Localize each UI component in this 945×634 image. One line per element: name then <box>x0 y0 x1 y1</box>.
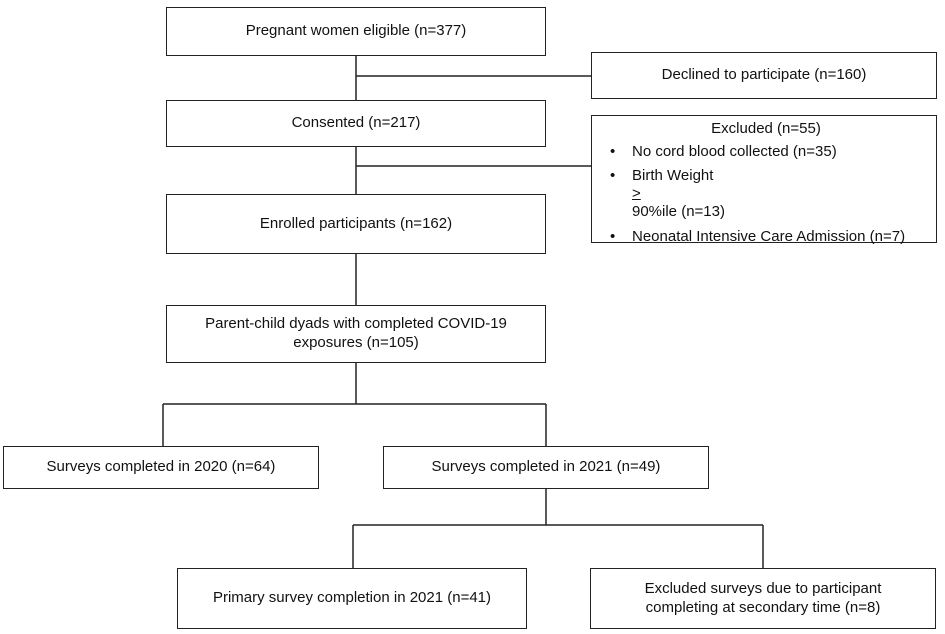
excluded-reason-list: No cord blood collected (n=35) Birth Wei… <box>604 143 928 245</box>
excluded-surveys-text: Excluded surveys due to participant comp… <box>644 579 882 616</box>
eligible-text: Pregnant women eligible (n=377) <box>245 22 467 40</box>
excluded-reason-birth-weight: Birth Weight >90%ile (n=13) <box>604 167 928 220</box>
greater-equal-symbol: > <box>632 185 641 203</box>
surveys-2021-box: Surveys completed in 2021 (n=49) <box>383 446 709 489</box>
eligible-box: Pregnant women eligible (n=377) <box>166 7 546 56</box>
excluded-title: Excluded (n=55) <box>711 120 821 137</box>
enrolled-box: Enrolled participants (n=162) <box>166 194 546 254</box>
surveys-2020-box: Surveys completed in 2020 (n=64) <box>3 446 319 489</box>
birth-weight-prefix: Birth Weight <box>632 167 714 185</box>
birth-weight-suffix: 90%ile (n=13) <box>632 202 725 220</box>
consented-box: Consented (n=217) <box>166 100 546 147</box>
declined-text: Declined to participate (n=160) <box>661 66 867 84</box>
enrolled-text: Enrolled participants (n=162) <box>259 214 453 232</box>
surveys-2021-text: Surveys completed in 2021 (n=49) <box>431 458 661 476</box>
primary-2021-box: Primary survey completion in 2021 (n=41) <box>177 568 527 629</box>
surveys-2020-text: Surveys completed in 2020 (n=64) <box>46 458 276 476</box>
consented-text: Consented (n=217) <box>291 114 421 132</box>
excluded-reason-nicu: Neonatal Intensive Care Admission (n=7) <box>604 228 928 246</box>
excluded-box: Excluded (n=55) No cord blood collected … <box>591 115 937 245</box>
excluded-reason-cord-blood: No cord blood collected (n=35) <box>604 143 928 161</box>
declined-box: Declined to participate (n=160) <box>591 52 937 99</box>
primary-2021-text: Primary survey completion in 2021 (n=41) <box>212 589 492 607</box>
dyads-text: Parent-child dyads with completed COVID-… <box>205 315 507 351</box>
dyads-box: Parent-child dyads with completed COVID-… <box>166 305 546 363</box>
excluded-surveys-box: Excluded surveys due to participant comp… <box>590 568 936 629</box>
